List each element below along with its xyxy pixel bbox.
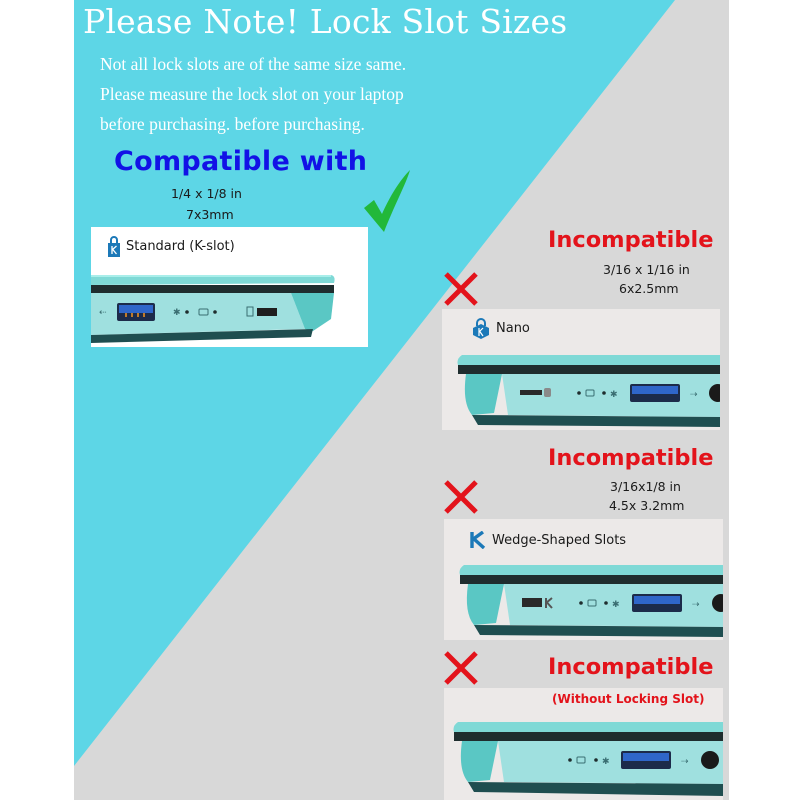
nano-slot-card: Nano ✱ ⇢ <box>442 309 720 430</box>
laptop-side-no-slot-image: ✱ ⇢ <box>453 722 723 796</box>
no-slot-card: (Without Locking Slot) ✱ ⇢ <box>444 688 723 800</box>
svg-text:✱: ✱ <box>612 600 620 610</box>
compatible-size-inches: 1/4 x 1/8 in <box>171 186 242 201</box>
svg-text:⇠: ⇠ <box>99 308 107 318</box>
svg-text:✱: ✱ <box>602 757 610 767</box>
wedge-card-label-row: Wedge-Shaped Slots <box>470 531 626 549</box>
compatible-heading: Compatible with <box>114 146 368 177</box>
nano-card-label-row: Nano <box>472 317 530 339</box>
svg-text:✱: ✱ <box>173 308 181 318</box>
laptop-side-nano-image: ✱ ⇢ <box>457 355 720 427</box>
infographic-canvas: Please Note! Lock Slot Sizes Not all loc… <box>74 0 729 800</box>
svg-text:✱: ✱ <box>610 390 618 400</box>
incompatible-heading-wedge: Incompatible <box>548 445 714 471</box>
svg-text:⇢: ⇢ <box>690 390 698 400</box>
standard-card-label: Standard (K-slot) <box>126 238 235 254</box>
svg-text:⇢: ⇢ <box>692 600 700 610</box>
wedge-k-icon <box>470 531 486 549</box>
svg-text:⇢: ⇢ <box>681 757 689 767</box>
nano-lock-icon <box>473 318 489 339</box>
standard-kslot-card: Standard (K-slot) ⇠ ✱ <box>91 227 368 347</box>
nano-size-inches: 3/16 x 1/16 in <box>603 262 690 277</box>
incompatible-heading-no-slot: Incompatible <box>548 654 714 680</box>
x-mark-icon <box>444 272 478 306</box>
note-line-1: Not all lock slots are of the same size … <box>100 54 407 74</box>
wedge-slot-card: Wedge-Shaped Slots ✱ ⇢ <box>444 519 723 640</box>
laptop-side-wedge-image: ✱ ⇢ <box>459 565 723 637</box>
note-line-3: before purchasing. before purchasing. <box>100 114 365 134</box>
note-line-2: Please measure the lock slot on your lap… <box>100 84 404 104</box>
wedge-size-mm: 4.5x 3.2mm <box>609 498 685 513</box>
laptop-side-standard-image: ⇠ ✱ <box>91 275 335 343</box>
no-slot-subtitle: (Without Locking Slot) <box>552 692 705 706</box>
wedge-card-label: Wedge-Shaped Slots <box>492 532 627 548</box>
nano-card-label: Nano <box>496 320 530 336</box>
compatible-size-mm: 7x3mm <box>186 207 234 222</box>
standard-card-label-row: Standard (K-slot) <box>108 235 235 257</box>
checkmark-icon <box>364 170 410 232</box>
k-lock-icon <box>108 236 120 257</box>
x-mark-icon <box>444 651 478 685</box>
cyan-diagonal-background <box>74 0 675 766</box>
nano-size-mm: 6x2.5mm <box>619 281 679 296</box>
page-title: Please Note! Lock Slot Sizes <box>83 2 568 41</box>
incompatible-heading-nano: Incompatible <box>548 227 714 253</box>
wedge-size-inches: 3/16x1/8 in <box>610 479 681 494</box>
x-mark-icon <box>444 480 478 514</box>
